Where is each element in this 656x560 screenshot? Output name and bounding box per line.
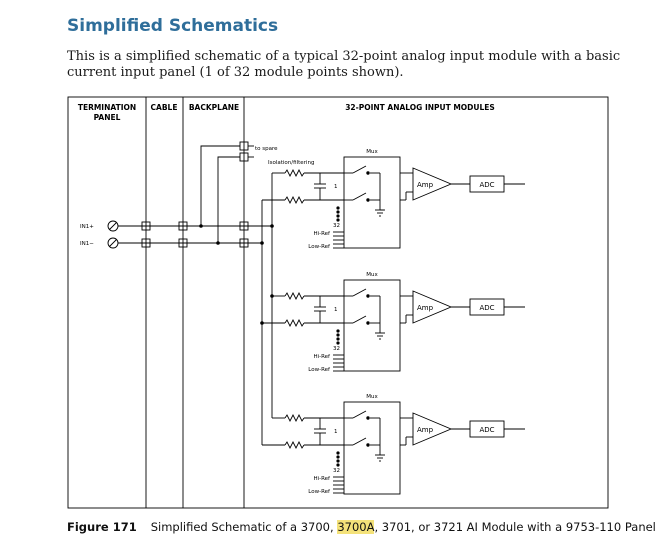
label-in-minus: IN1−: [80, 241, 94, 247]
header-backplane: BACKPLANE: [189, 103, 239, 112]
terminal-in-minus: [107, 237, 119, 249]
module-channel-3: [262, 401, 525, 495]
point-first: 1: [334, 184, 338, 190]
module-channel-1: [262, 156, 525, 249]
point-last: 32: [333, 346, 340, 352]
hi-ref-label: Hi-Ref: [313, 231, 331, 237]
label-in-plus: IN1+: [80, 224, 94, 230]
hi-ref-label: Hi-Ref: [313, 476, 331, 482]
low-ref-label: Low-Ref: [308, 244, 331, 250]
mux-label: Mux: [366, 272, 378, 278]
connectors: [141, 141, 249, 248]
intro-paragraph: This is a simplified schematic of a typi…: [67, 49, 621, 80]
point-last: 32: [333, 468, 340, 474]
adc-label: ADC: [479, 426, 494, 434]
caption-highlight: 3700A: [337, 520, 375, 534]
low-ref-label: Low-Ref: [308, 367, 331, 373]
spare-jumper-minus: [217, 156, 240, 243]
spare-jumper-plus: [200, 145, 240, 226]
header-cable: CABLE: [151, 103, 178, 112]
point-first: 1: [334, 429, 338, 435]
caption-text-end: , 3701, or 3721 AI Module with a 9753-11…: [374, 520, 656, 534]
amp-label: Amp: [417, 304, 434, 312]
amp-label: Amp: [417, 181, 434, 189]
amp-label: Amp: [417, 426, 434, 434]
mux-label: Mux: [366, 394, 378, 400]
point-last: 32: [333, 223, 340, 229]
terminal-in-plus: [107, 220, 119, 232]
figure-caption: Figure 171 Simplified Schematic of a 3700…: [67, 520, 656, 534]
diagram-frame: [67, 96, 609, 509]
adc-label: ADC: [479, 304, 494, 312]
mux-label: Mux: [366, 149, 378, 155]
figure-number: Figure 171: [67, 520, 137, 534]
point-first: 1: [334, 307, 338, 313]
section-heading: Simplified Schematics: [67, 16, 279, 36]
module-channel-2: [262, 279, 525, 372]
adc-label: ADC: [479, 181, 494, 189]
label-isolation: Isolation/filtering: [268, 160, 314, 166]
caption-text-start: Simplified Schematic of a 3700,: [150, 520, 338, 534]
low-ref-label: Low-Ref: [308, 489, 331, 495]
label-to-spare: to spare: [255, 146, 278, 152]
header-modules: 32-POINT ANALOG INPUT MODULES: [345, 103, 495, 112]
hi-ref-label: Hi-Ref: [313, 354, 331, 360]
